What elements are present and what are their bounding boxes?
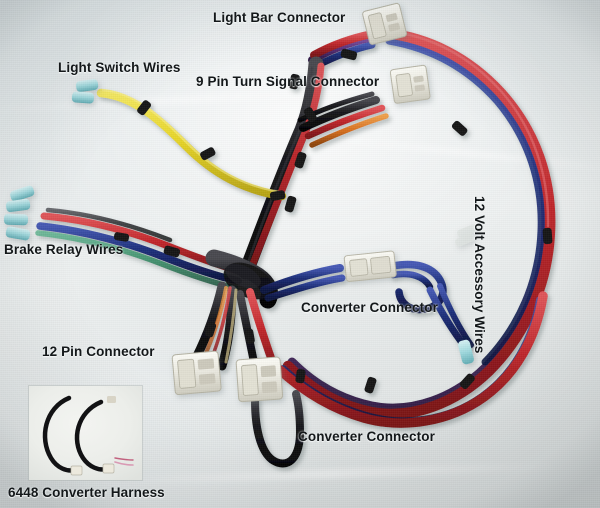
- turn-signal-connector-body: [389, 64, 431, 104]
- label-9-pin-turn-signal-connector: 9 Pin Turn Signal Connector: [196, 74, 380, 89]
- converter-harness-inset: [29, 386, 142, 480]
- light-switch-terminals: [71, 79, 99, 104]
- label-converter-connector-upper: Converter Connector: [301, 300, 438, 315]
- label-light-switch-wires: Light Switch Wires: [58, 60, 181, 75]
- accessory-terminal: [458, 339, 474, 365]
- accessory-terminal-secondary: [455, 224, 477, 247]
- label-part-caption: 6448 Converter Harness: [8, 485, 165, 500]
- light-bar-connector-body: [362, 2, 407, 45]
- label-12-pin-connector: 12 Pin Connector: [42, 344, 155, 359]
- converter-connector-lower-body: [235, 356, 284, 403]
- label-light-bar-connector: Light Bar Connector: [213, 10, 346, 25]
- brake-relay-terminals: [3, 185, 35, 241]
- label-converter-connector-lower: Converter Connector: [298, 429, 435, 444]
- twelve-pin-connector-body: [171, 350, 222, 396]
- converter-connector-upper-body: [343, 250, 397, 283]
- label-12-volt-accessory-wires: 12 Volt Accessory Wires: [472, 196, 487, 354]
- label-brake-relay-wires: Brake Relay Wires: [4, 242, 124, 257]
